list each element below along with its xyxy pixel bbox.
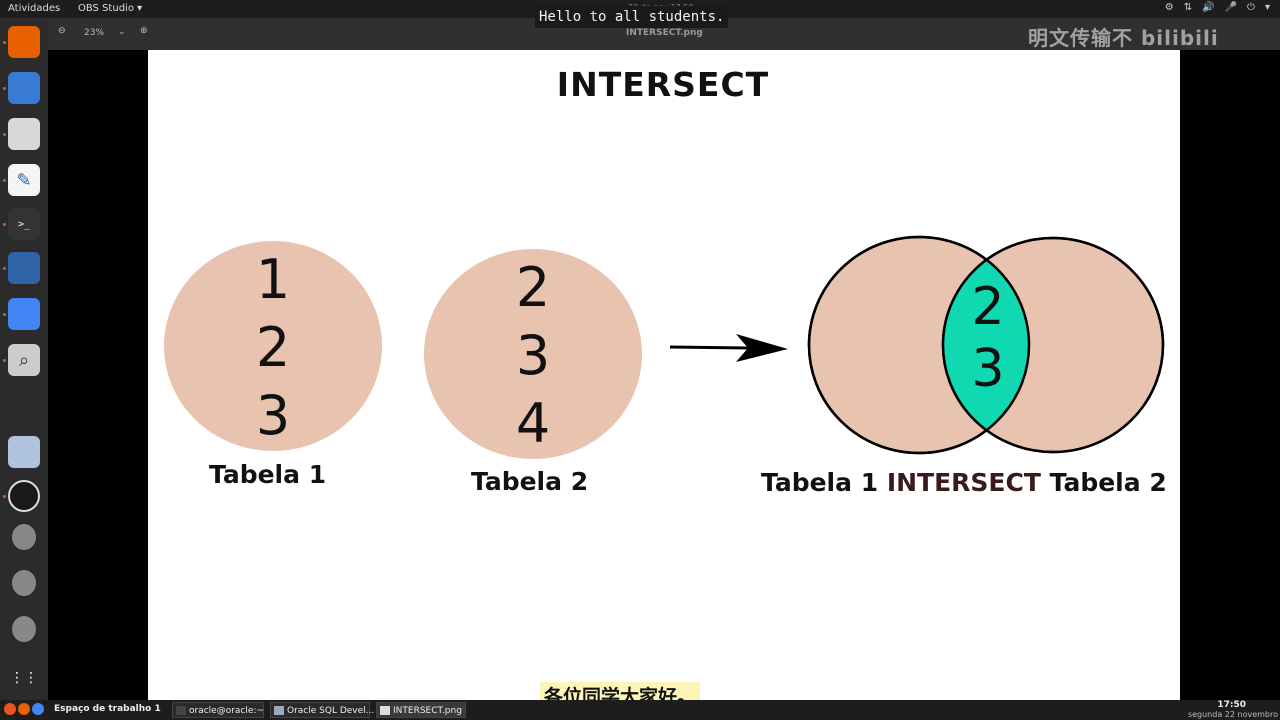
intersection-values: 2 3 (948, 276, 1028, 400)
arrow-icon (669, 334, 788, 362)
task-terminal[interactable]: oracle@oracle:~ (172, 702, 264, 718)
volume-icon[interactable]: 🔊 (1202, 2, 1215, 13)
dock-running-indicator (3, 223, 6, 226)
sql-developer-small-icon (274, 706, 284, 715)
files-icon[interactable] (8, 118, 40, 150)
chrome-icon[interactable] (8, 298, 40, 330)
zoom-out-icon[interactable]: ⊖ (58, 26, 66, 36)
table2-value: 2 (515, 256, 551, 319)
zoom-in-icon[interactable]: ⊕ (140, 26, 148, 36)
table2-values: 2 3 4 (424, 254, 642, 458)
zoom-level[interactable]: 23% (84, 28, 105, 38)
result-label-operator: INTERSECT (886, 468, 1041, 497)
image-canvas: INTERSECT 1 2 3 Tabela 1 2 3 4 Tabela 2 … (148, 50, 1180, 700)
table1-values: 1 2 3 (164, 246, 382, 450)
dock-running-indicator (3, 313, 6, 316)
venn-diagram (807, 235, 1165, 455)
power-icon[interactable]: ⏻ (1247, 2, 1255, 13)
firefox-small-icon[interactable] (18, 703, 30, 715)
disk-icon-3[interactable] (12, 616, 36, 642)
zoom-dropdown-icon[interactable]: ⌄ (118, 27, 126, 37)
disk-icon[interactable] (12, 524, 36, 550)
table2-label: Tabela 2 (471, 467, 589, 496)
mic-icon[interactable]: 🎤 (1224, 2, 1238, 13)
table1-circle (164, 241, 382, 451)
window-title: INTERSECT.png (626, 28, 703, 38)
table1-value: 3 (255, 384, 291, 447)
taskbar-date: segunda 22 novembro (1187, 710, 1278, 719)
tray-dropdown-icon[interactable]: ▾ (1264, 2, 1270, 13)
text-editor-icon[interactable]: ✎ (8, 164, 40, 196)
venn-intersection (943, 238, 1029, 452)
intersection-value: 3 (971, 339, 1005, 399)
dock: ✎ >_ ⌕ ⋮⋮ (0, 18, 48, 700)
task-sql-developer[interactable]: Oracle SQL Devel... (270, 702, 374, 718)
table2-value: 4 (515, 392, 551, 455)
settings-icon[interactable]: ⚙ (1164, 2, 1174, 13)
task-label: Oracle SQL Devel... (287, 706, 375, 716)
dock-running-indicator (3, 41, 6, 44)
firefox-icon[interactable] (8, 26, 40, 58)
image-viewer-icon[interactable]: ⌕ (8, 344, 40, 376)
system-tray[interactable]: ⚙ ⇅ 🔊 🎤 ⏻ ▾ (1165, 2, 1270, 13)
result-label: Tabela 1 INTERSECT Tabela 2 (761, 468, 1167, 497)
chrome-small-icon[interactable] (32, 703, 44, 715)
apps-grid-icon[interactable]: ⋮⋮ (10, 670, 38, 686)
dock-running-indicator (3, 267, 6, 270)
result-label-left: Tabela 1 (761, 468, 879, 497)
terminal-small-icon (176, 706, 186, 715)
dock-running-indicator (3, 495, 6, 498)
obs-icon[interactable] (8, 480, 40, 512)
taskbar-time[interactable]: 17:50 (1217, 700, 1246, 710)
dock-running-indicator (3, 359, 6, 362)
dock-running-indicator (3, 133, 6, 136)
activities-button[interactable]: Atividades (8, 3, 61, 14)
dock-running-indicator (3, 87, 6, 90)
task-image-viewer[interactable]: INTERSECT.png (376, 702, 466, 718)
dock-running-indicator (3, 179, 6, 182)
subtitle-english: Hello to all students. (535, 6, 729, 28)
table1-value: 1 (255, 248, 291, 311)
taskbar-app-icons (4, 703, 44, 715)
intersection-value: 2 (971, 277, 1005, 337)
table1-value: 2 (255, 316, 291, 379)
database-icon[interactable] (8, 436, 40, 468)
table2-circle (424, 249, 642, 459)
disk-icon-2[interactable] (12, 570, 36, 596)
virtualbox-icon[interactable] (8, 252, 40, 284)
task-label: oracle@oracle:~ (189, 706, 264, 716)
taskbar: Espaço de trabalho 1 oracle@oracle:~ Ora… (0, 700, 1280, 720)
terminal-icon[interactable]: >_ (8, 208, 40, 240)
bilibili-watermark: 明文传输不 bilibili (1028, 26, 1219, 50)
table1-label: Tabela 1 (209, 460, 327, 489)
network-icon[interactable]: ⇅ (1183, 2, 1193, 13)
app-menu[interactable]: OBS Studio ▾ (78, 3, 143, 14)
table2-value: 3 (515, 324, 551, 387)
thunderbird-icon[interactable] (8, 72, 40, 104)
image-small-icon (380, 706, 390, 715)
task-label: INTERSECT.png (393, 706, 462, 716)
diagram-title: INTERSECT (556, 65, 770, 104)
ubuntu-icon[interactable] (4, 703, 16, 715)
workspace-label[interactable]: Espaço de trabalho 1 (54, 704, 161, 714)
result-label-right: Tabela 2 (1049, 468, 1167, 497)
